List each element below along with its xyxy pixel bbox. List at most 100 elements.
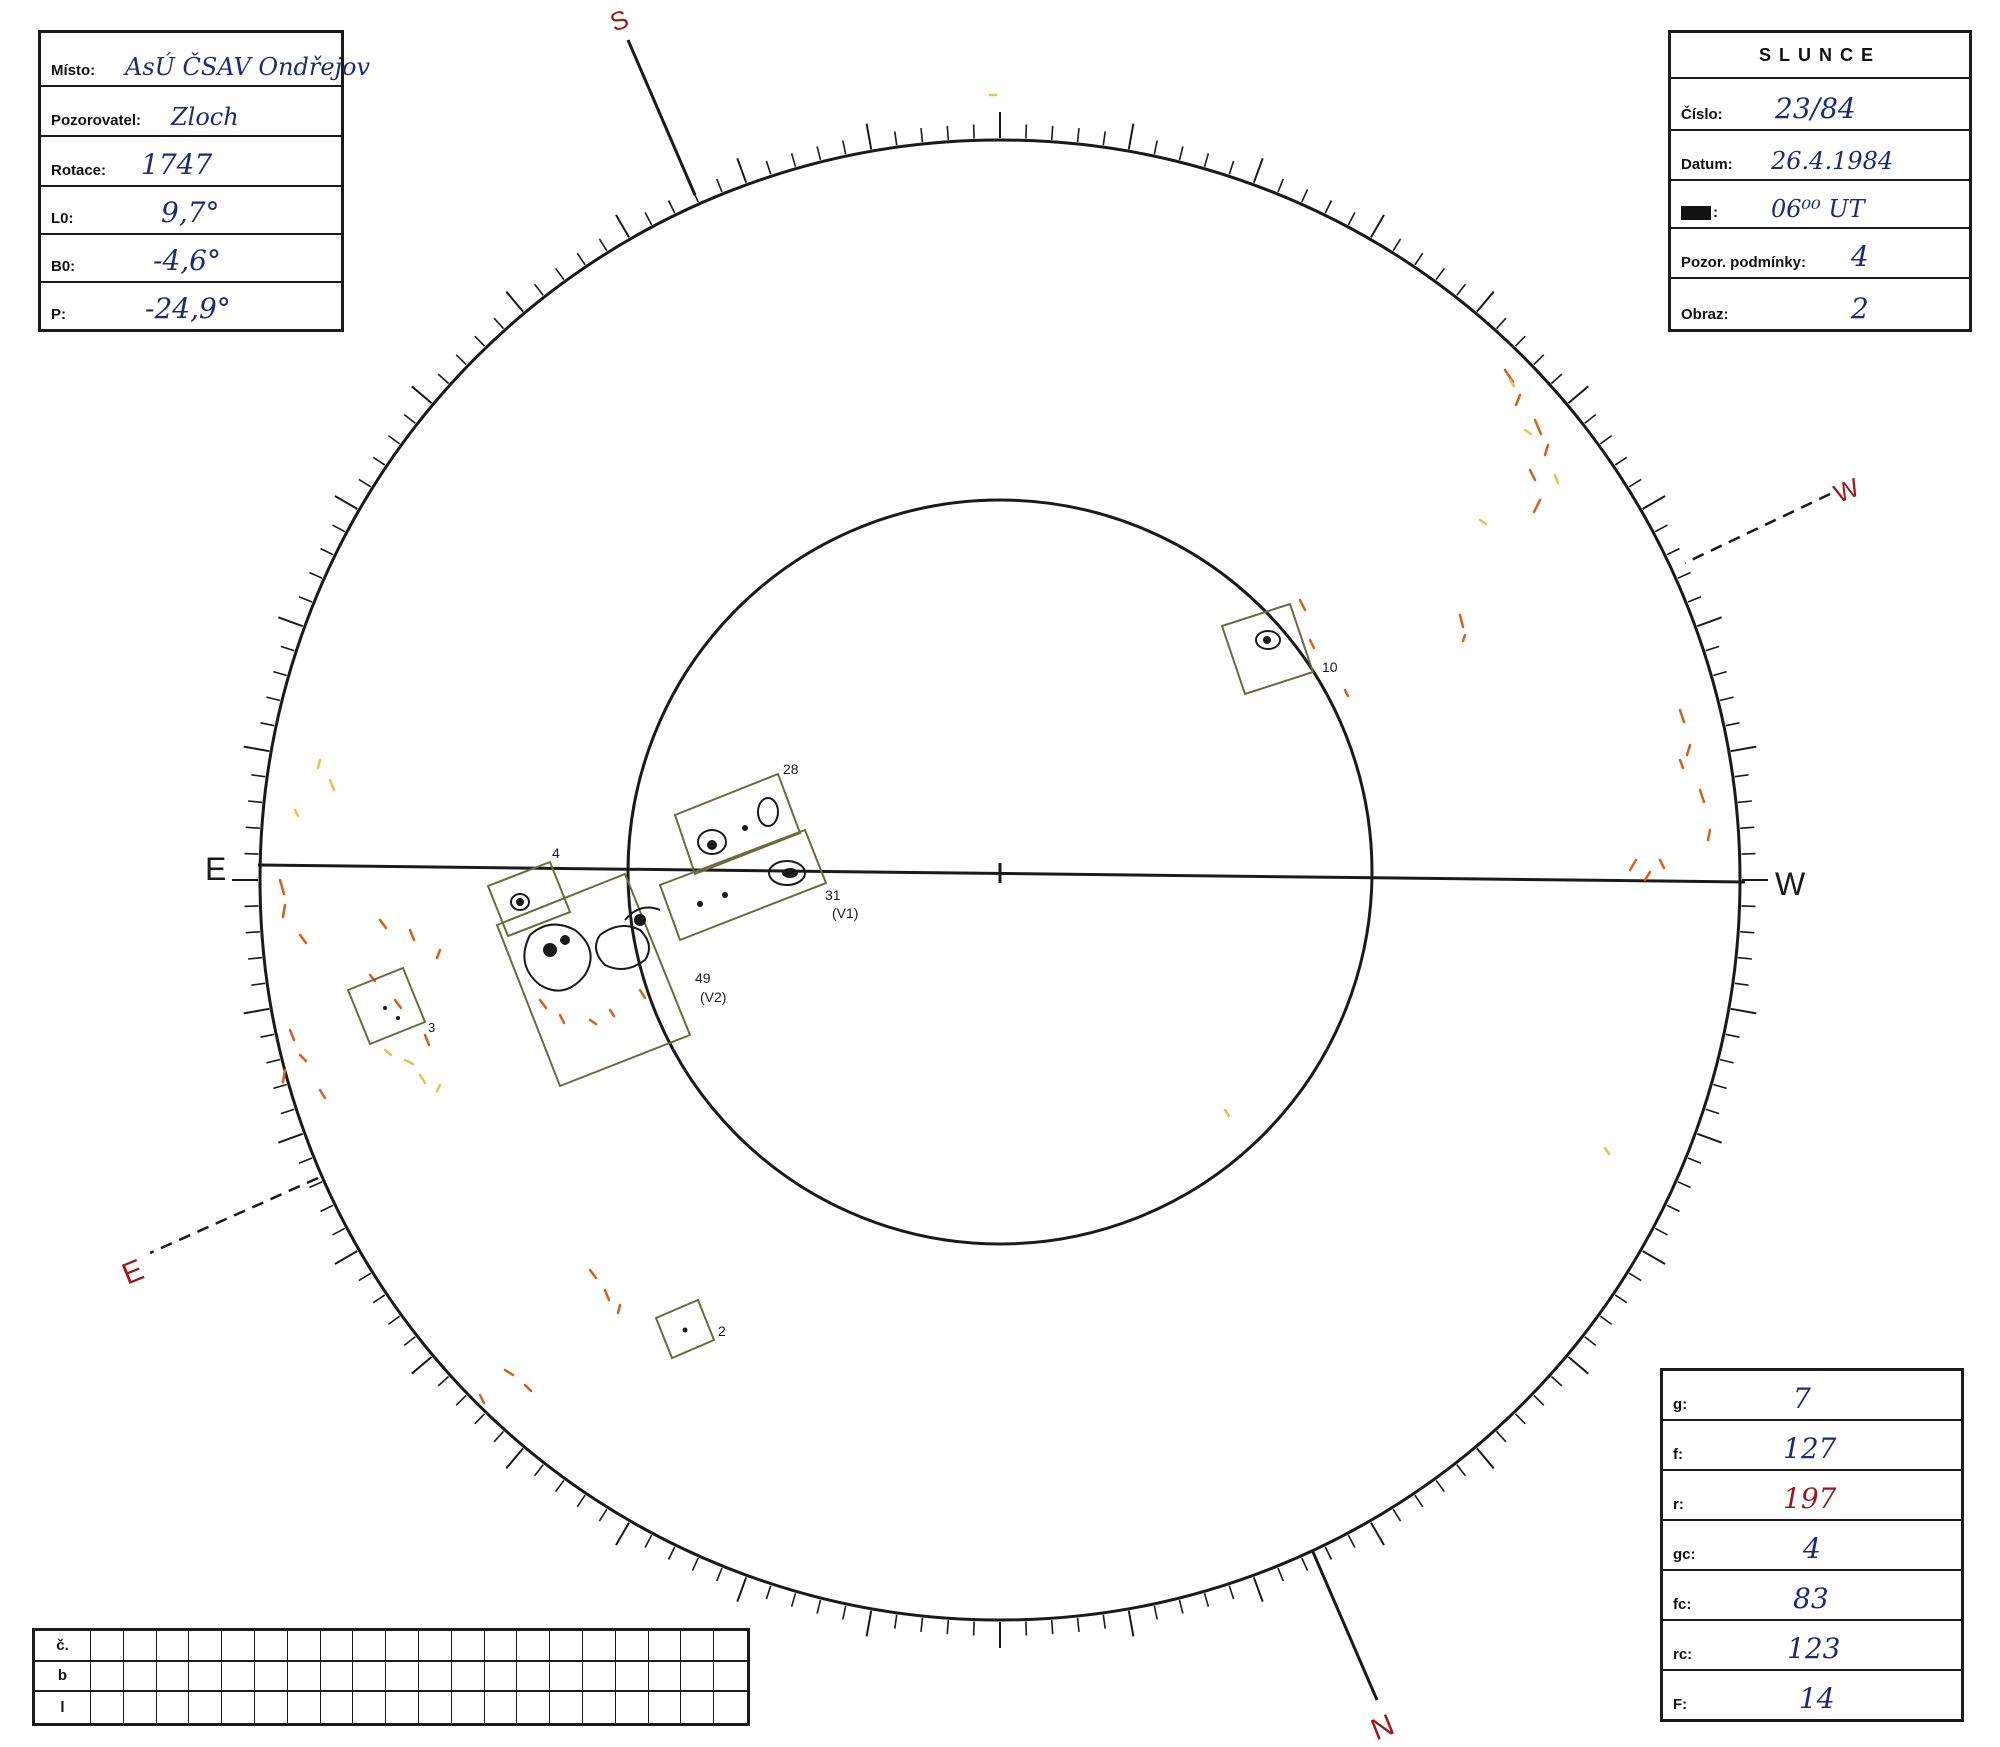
- rc-row: rc: 123: [1663, 1621, 1961, 1671]
- time-label-text: :: [1713, 204, 1718, 221]
- limb-tick: [644, 212, 653, 226]
- grid-row-cislo: č.: [35, 1631, 747, 1662]
- limb-tick: [245, 826, 260, 829]
- limb-tick: [1153, 1605, 1158, 1620]
- limb-tick: [248, 800, 263, 804]
- limb-tick: [1725, 1033, 1740, 1038]
- limb-tick: [1705, 645, 1720, 652]
- limb-tick: [243, 1007, 270, 1015]
- limb-tick: [691, 1557, 699, 1571]
- group-label-4: 4: [552, 845, 560, 861]
- limb-tick: [493, 1430, 505, 1443]
- obraz-row: Obraz: 2: [1671, 279, 1969, 329]
- celestial-west-label: W: [1830, 472, 1864, 509]
- limb-tick: [644, 1534, 653, 1548]
- limb-tick: [1252, 1576, 1264, 1603]
- limb-tick: [1277, 1567, 1284, 1582]
- limb-tick: [277, 1132, 304, 1144]
- limb-tick: [251, 774, 266, 778]
- r-value: 197: [1783, 1482, 1837, 1515]
- limb-tick: [1203, 1593, 1210, 1607]
- limb-tick: [1456, 283, 1467, 296]
- east-axis-label: E: [205, 851, 226, 887]
- sunspot-group-49: 49 (V2): [495, 872, 726, 1088]
- limb-tick: [1324, 200, 1333, 214]
- datum-label: Datum:: [1681, 156, 1733, 173]
- limb-tick: [790, 153, 797, 167]
- l0-row: L0: 9,7°: [41, 187, 341, 235]
- limb-tick: [1730, 1007, 1757, 1015]
- limb-tick: [437, 1375, 450, 1387]
- limb-tick: [554, 1479, 565, 1493]
- limb-tick: [266, 696, 281, 702]
- limb-tick: [298, 596, 313, 603]
- limb-tick: [387, 1315, 401, 1326]
- f-label: f:: [1673, 1446, 1683, 1463]
- limb-tick: [474, 335, 486, 347]
- limb-tick: [765, 160, 772, 175]
- limb-tick: [334, 1250, 358, 1265]
- F-value: 14: [1799, 1682, 1835, 1715]
- limb-tick: [1687, 596, 1702, 603]
- grid-row-label: b: [35, 1661, 91, 1691]
- limb-tick: [309, 1181, 323, 1189]
- position-grid-table: č. b l: [32, 1628, 750, 1726]
- limb-tick: [894, 131, 898, 146]
- limb-tick: [1719, 696, 1734, 702]
- limb-tick: [320, 547, 334, 556]
- limb-tick: [260, 722, 275, 727]
- limb-tick: [716, 178, 723, 193]
- limb-tick: [894, 1614, 898, 1629]
- limb-tick: [1584, 413, 1597, 424]
- limb-tick: [1628, 1272, 1642, 1282]
- limb-tick: [1051, 1620, 1054, 1635]
- group-label-31: 31: [825, 887, 841, 903]
- limb-tick: [1741, 905, 1756, 908]
- datum-value: 26.4.1984: [1771, 147, 1894, 175]
- limb-tick: [1550, 1375, 1563, 1387]
- slunce-title-row: SLUNCE: [1671, 33, 1969, 79]
- limb-tick: [667, 1546, 676, 1560]
- sunspot-group-28: 28: [673, 761, 802, 876]
- group-sub-49: (V2): [700, 989, 726, 1005]
- limb-tick: [1666, 1204, 1680, 1213]
- limb-tick: [1514, 335, 1526, 347]
- fc-value: 83: [1793, 1582, 1829, 1615]
- limb-tick: [816, 1599, 822, 1614]
- limb-tick: [1435, 267, 1446, 281]
- limb-tick: [1228, 160, 1235, 175]
- limb-tick: [615, 214, 630, 238]
- limb-tick: [1696, 616, 1723, 628]
- limb-tick: [667, 200, 676, 214]
- sun-header-panel: SLUNCE Číslo: 23/84 Datum: 26.4.1984 : 0…: [1668, 30, 1972, 332]
- limb-tick: [1599, 434, 1613, 445]
- limb-tick: [1654, 1227, 1668, 1236]
- limb-tick: [1228, 1585, 1235, 1600]
- F-row: F: 14: [1663, 1671, 1961, 1719]
- limb-tick: [615, 1522, 630, 1546]
- limb-tick: [1614, 456, 1628, 466]
- limb-tick: [1127, 1610, 1135, 1637]
- limb-tick: [248, 956, 263, 960]
- limb-tick: [1127, 123, 1135, 150]
- g-row: g: 7: [1663, 1371, 1961, 1421]
- limb-tick: [358, 1272, 372, 1282]
- limb-tick: [1642, 1250, 1666, 1265]
- solar-limb-circle: [258, 138, 1742, 1622]
- limb-tick: [865, 123, 873, 150]
- west-axis-label: W: [1775, 866, 1806, 902]
- limb-tick: [1584, 1336, 1597, 1347]
- south-axis-line: [626, 39, 697, 196]
- limb-tick: [1051, 125, 1054, 140]
- limb-tick: [1076, 1617, 1080, 1632]
- time-label: :: [1681, 204, 1718, 221]
- F-label: F:: [1673, 1696, 1688, 1713]
- limb-tick: [1370, 214, 1385, 238]
- limb-tick: [1435, 1479, 1446, 1493]
- limb-tick: [554, 267, 565, 281]
- limb-tick: [1025, 1621, 1028, 1636]
- limb-tick: [411, 385, 433, 404]
- limb-tick: [332, 1227, 346, 1236]
- limb-tick: [245, 931, 260, 934]
